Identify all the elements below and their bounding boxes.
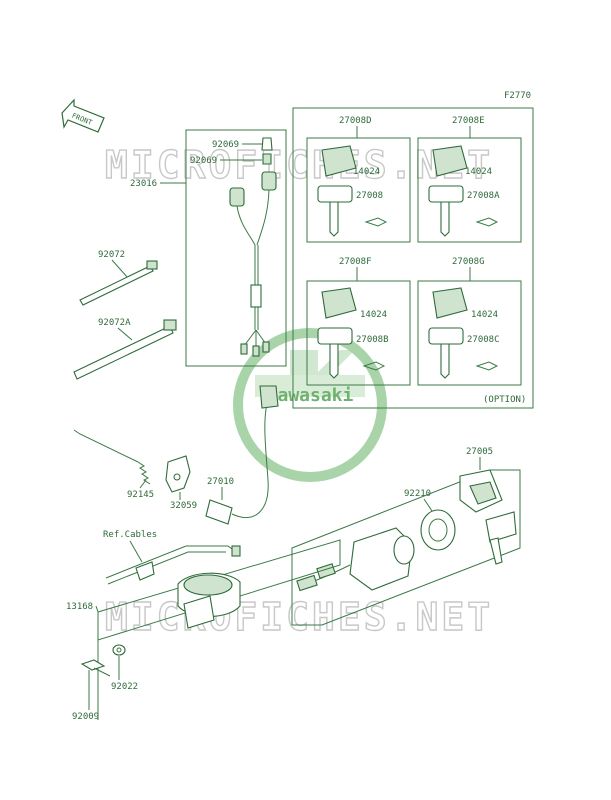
cable-tie-short xyxy=(79,260,158,306)
lower-housing xyxy=(177,572,241,629)
key-set-label: 27008D xyxy=(339,116,372,126)
part-92022: 92022 xyxy=(111,682,138,692)
key-set-label: 27008F xyxy=(339,257,372,267)
watermark-bottom: MICROFICHES.NET xyxy=(105,595,493,639)
ref-cables: Ref.Cables xyxy=(103,530,157,540)
watermark-top: MICROFICHES.NET xyxy=(105,143,493,187)
washer-screw xyxy=(80,644,126,677)
key-part: 27008A xyxy=(467,191,500,201)
part-13168: 13168 xyxy=(66,602,93,612)
part-92069-a: 92069 xyxy=(212,140,239,150)
bracket xyxy=(165,455,191,493)
option-label: (OPTION) xyxy=(483,395,526,405)
front-arrow-icon: FRONT xyxy=(61,98,105,133)
part-92210: 92210 xyxy=(404,489,431,499)
key-part: 27008B xyxy=(356,335,389,345)
part-27010: 27010 xyxy=(207,477,234,487)
spring-rod xyxy=(73,429,151,485)
key-set-27008G: 27008G 14024 27008C xyxy=(417,257,522,386)
key-sets-box xyxy=(292,107,534,409)
key-set-label: 27008G xyxy=(452,257,485,267)
part-23016: 23016 xyxy=(130,179,157,189)
part-92009: 92009 xyxy=(72,712,99,722)
key-set-label: 27008E xyxy=(452,116,485,126)
part-92069-b: 92069 xyxy=(190,156,217,166)
lock-part: 14024 xyxy=(471,310,498,320)
figure-code: F2770 xyxy=(504,91,531,101)
part-92072A: 92072A xyxy=(98,318,131,328)
key-set-27008E: 27008E 14024 27008A xyxy=(417,116,522,243)
ignition-switch xyxy=(296,469,517,592)
wire-harness xyxy=(229,137,277,357)
kawasaki-logo-text: Kawasaki xyxy=(267,385,354,406)
lock-part: 14024 xyxy=(360,310,387,320)
lock-part: 14024 xyxy=(465,167,492,177)
lock-part: 14024 xyxy=(353,167,380,177)
part-32059: 32059 xyxy=(170,501,197,511)
kawasaki-logo: Kawasaki xyxy=(233,328,387,482)
stop-switch xyxy=(205,385,279,525)
key-set-27008D: 27008D 14024 27008 xyxy=(306,116,411,243)
cables xyxy=(105,545,241,585)
key-part: 27008C xyxy=(467,335,500,345)
harness-box xyxy=(185,129,287,367)
part-27005: 27005 xyxy=(466,447,493,457)
cable-tie-long xyxy=(73,319,177,380)
part-92072: 92072 xyxy=(98,250,125,260)
key-part: 27008 xyxy=(356,191,383,201)
part-92145: 92145 xyxy=(127,490,154,500)
key-set-27008F: 27008F 14024 27008B xyxy=(306,257,411,386)
